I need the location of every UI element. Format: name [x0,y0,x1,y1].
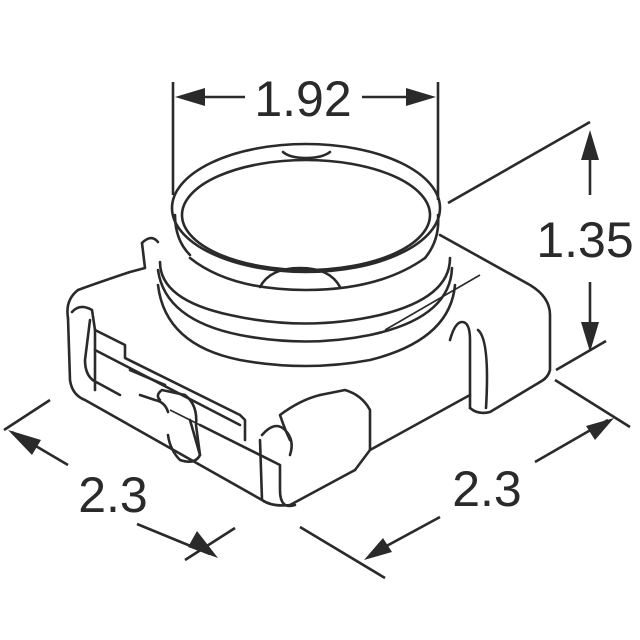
dim-height: 1.35 [447,120,634,372]
dim-label-right-depth: 2.3 [452,461,522,517]
dim-right-depth: 2.3 [299,378,631,580]
dim-left-depth: 2.3 [3,398,236,562]
connector-terminal [70,305,297,508]
dim-label-top-width: 1.92 [254,71,351,127]
dim-top-width: 1.92 [171,71,440,200]
dim-label-height: 1.35 [536,212,633,268]
dim-label-left-depth: 2.3 [78,467,148,523]
connector-ring [156,142,457,368]
